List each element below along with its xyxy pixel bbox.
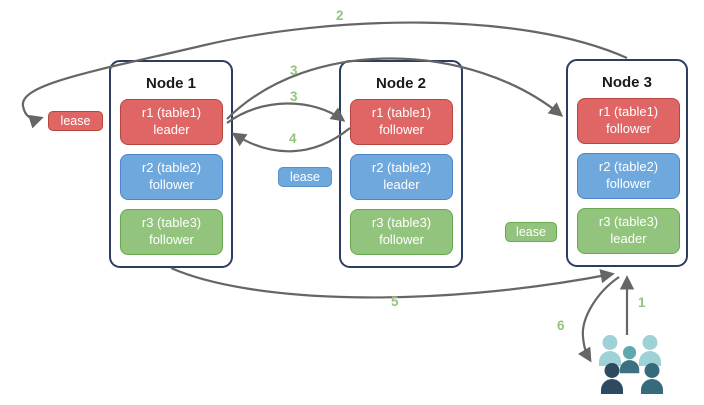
node-2-replica-r1: r1 (table1) follower — [350, 99, 453, 145]
step-label-3b: 3 — [290, 89, 298, 104]
node-2-replica-r2: r2 (table2) leader — [350, 154, 453, 200]
replica-role: leader — [383, 177, 420, 192]
replica-name: r3 (table3) — [598, 214, 659, 230]
replica-role: follower — [379, 232, 424, 247]
replica-role: follower — [379, 122, 424, 137]
node-3: Node 3 r1 (table1) follower r2 (table2) … — [566, 59, 688, 267]
replica-role: leader — [153, 122, 190, 137]
node-1-replica-r3: r3 (table3) follower — [120, 209, 223, 255]
node-2: Node 2 r1 (table1) follower r2 (table2) … — [339, 60, 463, 268]
lease-badge-table2: lease — [278, 167, 332, 187]
node-2-replica-r3: r3 (table3) follower — [350, 209, 453, 255]
lease-badge-table3: lease — [505, 222, 557, 242]
replica-name: r2 (table2) — [141, 160, 202, 176]
replica-role: follower — [149, 177, 194, 192]
step-label-4: 4 — [289, 131, 297, 146]
node-1-title: Node 1 — [145, 75, 196, 92]
replica-role: follower — [149, 232, 194, 247]
step-label-5: 5 — [391, 294, 399, 309]
node-1-replica-r2: r2 (table2) follower — [120, 154, 223, 200]
replica-name: r1 (table1) — [371, 105, 432, 121]
replica-role: leader — [610, 231, 647, 246]
node-3-replica-r3: r3 (table3) leader — [577, 208, 680, 254]
step-label-6: 6 — [557, 318, 565, 333]
step-label-2: 2 — [336, 8, 344, 23]
replica-name: r3 (table3) — [371, 215, 432, 231]
node-1-replica-r1: r1 (table1) leader — [120, 99, 223, 145]
replica-role: follower — [606, 176, 651, 191]
replica-name: r1 (table1) — [141, 105, 202, 121]
lease-badge-table1: lease — [48, 111, 103, 131]
node-1: Node 1 r1 (table1) leader r2 (table2) fo… — [109, 60, 233, 268]
node-3-replica-r1: r1 (table1) follower — [577, 98, 680, 144]
arrow-step-3-to-node2 — [226, 102, 346, 124]
node-2-title: Node 2 — [375, 75, 426, 92]
replica-role: follower — [606, 121, 651, 136]
replica-name: r3 (table3) — [141, 215, 202, 231]
users-group-icon — [599, 335, 663, 394]
replica-name: r2 (table2) — [371, 160, 432, 176]
step-label-3a: 3 — [290, 63, 298, 78]
replica-name: r1 (table1) — [598, 104, 659, 120]
replica-name: r2 (table2) — [598, 159, 659, 175]
arrow-step-6 — [577, 276, 620, 363]
step-label-1: 1 — [638, 295, 646, 310]
node-3-title: Node 3 — [601, 74, 652, 91]
node-3-replica-r2: r2 (table2) follower — [577, 153, 680, 199]
